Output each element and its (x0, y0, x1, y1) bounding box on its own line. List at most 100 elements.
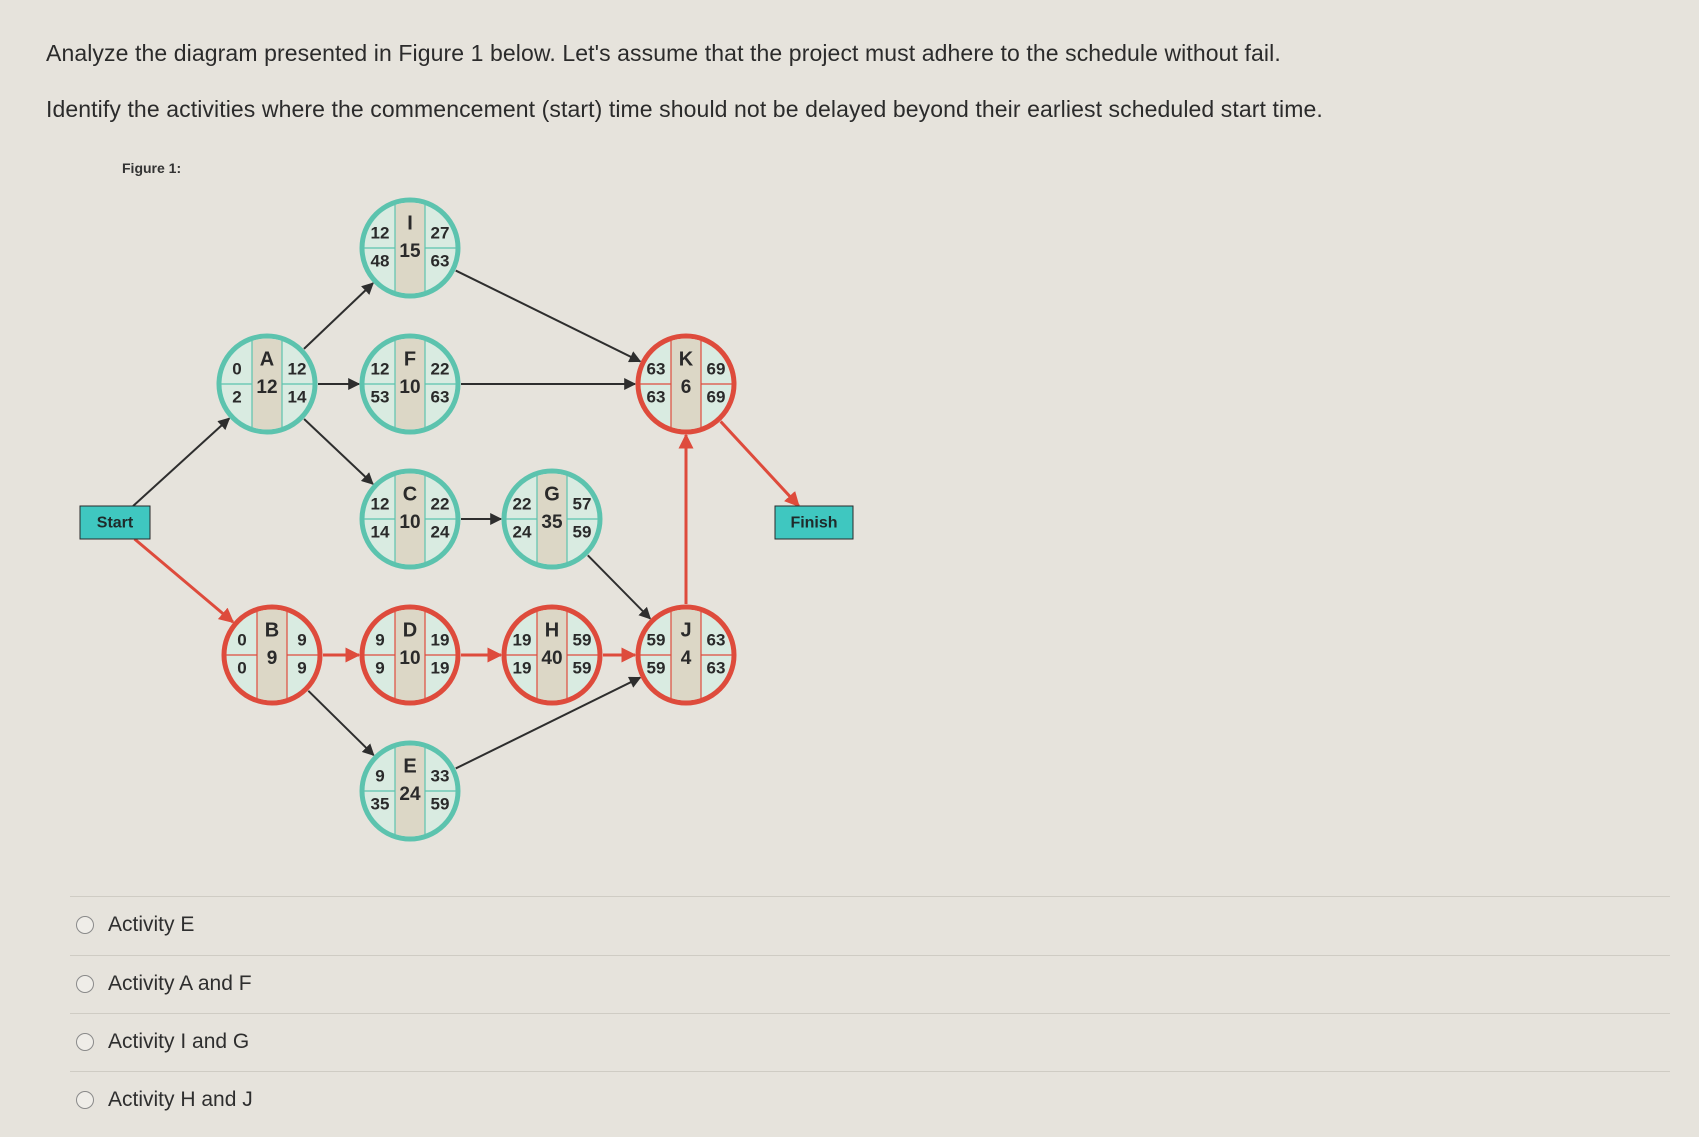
node-late-start: 35 (371, 794, 390, 813)
node-label: J (680, 619, 691, 641)
option-row-2[interactable]: Activity A and F (70, 955, 1670, 1012)
node-center-band (395, 338, 425, 430)
node-late-finish: 14 (288, 387, 307, 406)
node-g: G 35 22 24 57 59 (501, 468, 603, 570)
node-early-finish: 33 (431, 766, 450, 785)
edge-g-j (587, 554, 652, 620)
edge-start-a (132, 417, 231, 507)
node-late-finish: 69 (707, 387, 726, 406)
node-early-start: 22 (513, 494, 532, 513)
node-early-finish: 63 (707, 630, 726, 649)
node-early-finish: 22 (431, 359, 450, 378)
edges-layer (132, 269, 800, 770)
node-duration: 24 (399, 784, 421, 805)
node-late-start: 48 (371, 251, 390, 270)
node-duration: 10 (399, 377, 420, 398)
finish-box: Finish (774, 505, 854, 540)
node-duration: 15 (399, 241, 421, 262)
node-late-start: 0 (237, 658, 246, 677)
node-center-band (671, 338, 701, 430)
node-early-finish: 22 (431, 494, 450, 513)
node-early-finish: 69 (707, 359, 726, 378)
node-late-finish: 63 (707, 658, 726, 677)
node-label: D (403, 619, 417, 641)
node-late-start: 59 (647, 658, 666, 677)
edge-a-c (303, 418, 374, 485)
nodes-layer: I1512482763A12021214F1012532263K66363696… (216, 197, 737, 842)
option-row-4[interactable]: Activity H and J (70, 1071, 1670, 1128)
node-label: H (545, 619, 559, 641)
edge-b-e (307, 690, 375, 757)
node-center-band (537, 473, 567, 565)
node-early-finish: 57 (573, 494, 592, 513)
node-label: C (403, 483, 417, 505)
node-early-start: 19 (513, 630, 532, 649)
edge-a-i (303, 282, 374, 350)
node-label: I (407, 212, 413, 234)
option-label-3[interactable]: Activity I and G (108, 1030, 250, 1053)
question-line-1: Analyze the diagram presented in Figure … (46, 40, 1281, 66)
node-late-finish: 24 (431, 522, 450, 541)
radio-button-3[interactable] (76, 1033, 94, 1051)
node-center-band (537, 609, 567, 701)
node-label: G (544, 483, 560, 505)
node-center-band (252, 338, 282, 430)
node-center-band (257, 609, 287, 701)
node-label: K (679, 348, 694, 370)
option-label-4[interactable]: Activity H and J (108, 1088, 253, 1111)
node-early-finish: 19 (431, 630, 450, 649)
node-late-start: 24 (513, 522, 532, 541)
node-late-start: 2 (232, 387, 241, 406)
node-late-finish: 59 (573, 522, 592, 541)
option-label-2[interactable]: Activity A and F (108, 972, 252, 995)
node-late-start: 9 (375, 658, 384, 677)
radio-button-1[interactable] (76, 916, 94, 934)
node-center-band (671, 609, 701, 701)
node-early-finish: 59 (573, 630, 592, 649)
node-center-band (395, 202, 425, 294)
node-early-start: 12 (371, 223, 390, 242)
start-box-rect (79, 505, 151, 540)
radio-button-4[interactable] (76, 1091, 94, 1109)
node-early-finish: 27 (431, 223, 450, 242)
node-late-start: 19 (513, 658, 532, 677)
node-center-band (395, 745, 425, 837)
node-duration: 40 (541, 648, 562, 669)
edge-k-finish (719, 420, 800, 508)
node-h: H 40 19 19 59 59 (501, 604, 603, 706)
finish-box-label: Finish (790, 515, 837, 532)
radio-button-2[interactable] (76, 975, 94, 993)
node-late-finish: 19 (431, 658, 450, 677)
node-duration: 35 (541, 512, 563, 533)
option-row-3[interactable]: Activity I and G (70, 1013, 1670, 1070)
option-label-1[interactable]: Activity E (108, 913, 195, 936)
node-label: F (404, 348, 416, 370)
node-early-start: 63 (647, 359, 666, 378)
node-label: E (403, 755, 416, 777)
figure-label: Figure 1: (122, 160, 182, 176)
node-d: D 10 9 9 19 19 (359, 604, 461, 706)
node-late-start: 14 (371, 522, 390, 541)
node-late-finish: 63 (431, 387, 450, 406)
node-early-finish: 9 (297, 630, 306, 649)
node-late-finish: 59 (573, 658, 592, 677)
node-center-band (395, 473, 425, 565)
node-early-start: 0 (232, 359, 241, 378)
option-row-1[interactable]: Activity E (70, 896, 1670, 953)
node-early-finish: 12 (288, 359, 307, 378)
edge-e-j (455, 676, 642, 770)
node-early-start: 9 (375, 630, 384, 649)
node-duration: 9 (267, 648, 278, 669)
node-duration: 12 (256, 377, 277, 398)
node-duration: 10 (399, 648, 420, 669)
node-late-finish: 59 (431, 794, 450, 813)
node-duration: 6 (681, 377, 692, 398)
